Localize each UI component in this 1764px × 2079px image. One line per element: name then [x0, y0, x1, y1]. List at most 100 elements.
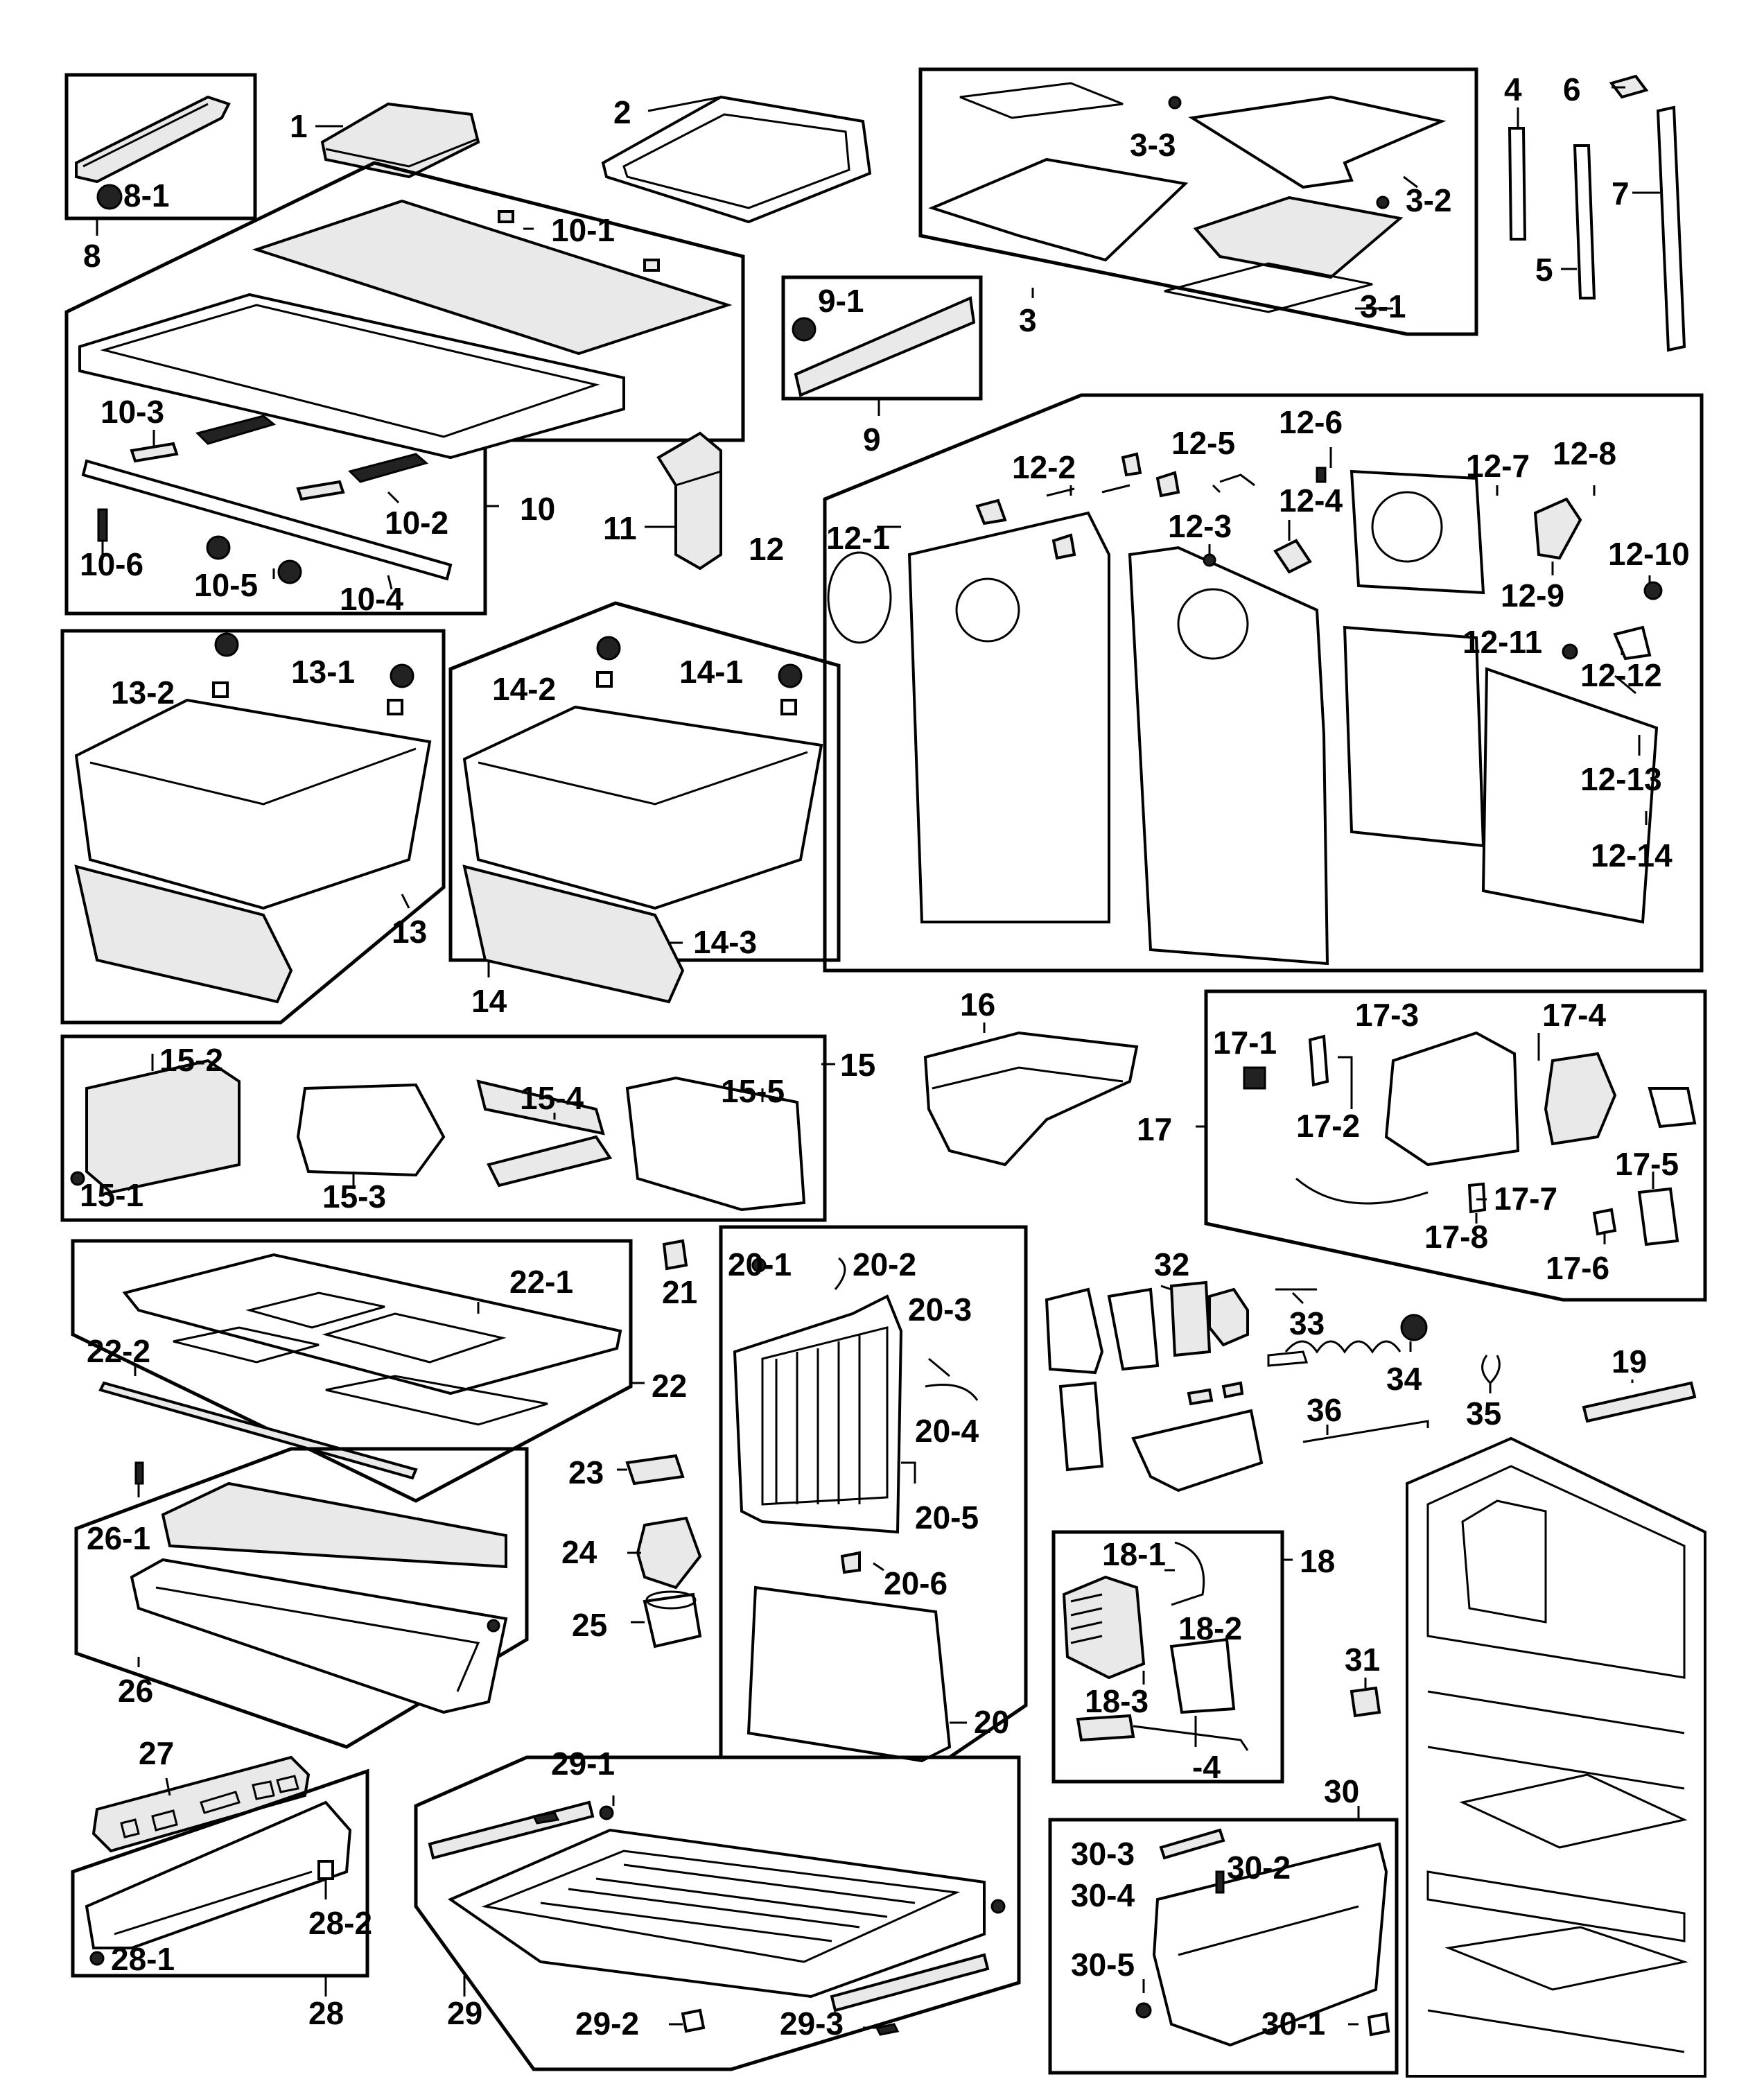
- callout-7: 7: [1612, 175, 1630, 211]
- callout-1: 1: [290, 108, 308, 144]
- callout-26-1: 26-1: [87, 1520, 150, 1556]
- callout-11: 11: [603, 510, 637, 546]
- callout-5: 5: [1535, 252, 1553, 288]
- callout-3-3: 3-3: [1130, 127, 1176, 163]
- callout-14: 14: [471, 983, 507, 1019]
- callout-10: 10: [520, 491, 555, 527]
- callout-29-2: 29-2: [575, 2006, 639, 2042]
- callout-19: 19: [1612, 1343, 1647, 1380]
- callout-12-12: 12-12: [1580, 657, 1662, 693]
- callout-20-3: 20-3: [908, 1291, 972, 1328]
- callout-24: 24: [561, 1534, 597, 1570]
- part-16-ice-maker: [923, 1023, 1139, 1167]
- callout-6: 6: [1563, 71, 1581, 107]
- callout-3-1: 3-1: [1360, 288, 1406, 324]
- callout-3: 3: [1019, 302, 1037, 338]
- part-11-bracket: [645, 431, 722, 571]
- callout-17-6: 17-6: [1546, 1250, 1609, 1286]
- callout-17-4: 17-4: [1542, 997, 1606, 1033]
- group-22-shelf: [71, 1239, 645, 1503]
- callout-27: 27: [139, 1735, 174, 1771]
- callout-13: 13: [392, 914, 427, 950]
- group-9-bracket: [781, 275, 983, 416]
- callout-8: 8: [83, 238, 101, 274]
- callout-35: 35: [1466, 1395, 1501, 1432]
- callout-10-4: 10-4: [340, 581, 403, 617]
- group-3-shelf-assembly: [918, 67, 1478, 336]
- group-18-fan-assembly: [1051, 1530, 1293, 1784]
- callout-18: 18: [1300, 1543, 1335, 1579]
- callout-25: 25: [572, 1607, 607, 1643]
- callout-34: 34: [1386, 1361, 1422, 1397]
- callout-29: 29: [447, 1995, 482, 2031]
- callout-12-10: 12-10: [1608, 536, 1690, 572]
- part-27-panel: [91, 1755, 311, 1853]
- group-29-freezer-drawer: [414, 1755, 1021, 2071]
- refrigerator-cabinet: [1406, 1436, 1706, 2078]
- parts-21-25: [617, 1239, 702, 1649]
- callout-18-1: 18-1: [1102, 1536, 1166, 1572]
- callout-10-3: 10-3: [101, 394, 164, 430]
- callout-17: 17: [1137, 1111, 1172, 1147]
- callout-17-3: 17-3: [1355, 997, 1419, 1033]
- callout-30-2: 30-2: [1227, 1850, 1291, 1886]
- group-15-filter-assembly: [60, 1034, 835, 1222]
- group-13-drawer: [60, 629, 446, 1025]
- group-8: [64, 73, 257, 236]
- callout-9: 9: [863, 421, 881, 458]
- callout-9-1: 9-1: [818, 283, 864, 319]
- group-14-drawer: [448, 601, 841, 1004]
- callout-14-3: 14-3: [693, 924, 757, 960]
- callout-23: 23: [568, 1454, 604, 1490]
- callout-17-2: 17-2: [1296, 1108, 1360, 1144]
- callout-10-1: 10-1: [551, 212, 615, 248]
- callout-12-3: 12-3: [1168, 508, 1232, 544]
- group-20-evaporator: [719, 1225, 1028, 1763]
- callout-20-1: 20-1: [728, 1246, 792, 1282]
- part-1-shelf-cover: [315, 102, 480, 179]
- callout-22-1: 22-1: [509, 1264, 573, 1300]
- callout-12-6: 12-6: [1279, 404, 1343, 440]
- group-28-cover: [71, 1768, 369, 1997]
- callout-30-3: 30-3: [1071, 1836, 1135, 1872]
- callout-12-5: 12-5: [1171, 425, 1235, 461]
- group-10-shelf-assembly: [64, 161, 745, 616]
- callout-4: 4: [1504, 71, 1522, 107]
- callout-30-4: 30-4: [1071, 1877, 1135, 1913]
- callout-12-1: 12-1: [826, 520, 890, 556]
- callout-30-5: 30-5: [1071, 1947, 1135, 1983]
- callout-29-3: 29-3: [780, 2006, 844, 2042]
- callout-21: 21: [662, 1274, 697, 1310]
- callout-12: 12: [749, 531, 784, 567]
- callout-15-4: 15-4: [520, 1080, 584, 1116]
- callout-14-2: 14-2: [492, 671, 556, 707]
- callout-17-1: 17-1: [1213, 1025, 1277, 1061]
- group-12-evaporator-cover: [823, 393, 1704, 973]
- callout-20-4: 20-4: [915, 1413, 979, 1449]
- callout-12-8: 12-8: [1553, 435, 1616, 471]
- callout-20-5: 20-5: [915, 1499, 979, 1536]
- callout-14-1: 14-1: [679, 654, 743, 690]
- callout-3-2: 3-2: [1406, 182, 1451, 218]
- group-30-bracket-assembly: [1048, 1806, 1399, 2075]
- parts-4-7-rails: [1508, 74, 1686, 352]
- callout-8-1: 8-1: [123, 177, 169, 214]
- callout-12-14: 12-14: [1591, 837, 1673, 873]
- group-17-dispenser-motor: [1196, 989, 1707, 1302]
- callout-15-1: 15-1: [80, 1177, 143, 1213]
- callout-22-2: 22-2: [87, 1333, 150, 1369]
- callout-20-2: 20-2: [853, 1246, 916, 1282]
- callout-31: 31: [1345, 1642, 1380, 1678]
- callout-12-7: 12-7: [1466, 448, 1530, 484]
- part-2-shelf-frame: [601, 95, 872, 224]
- callout-12-13: 12-13: [1580, 761, 1662, 797]
- callout-28-2: 28-2: [308, 1905, 372, 1941]
- callout-12-11: 12-11: [1462, 624, 1542, 660]
- callout-16: 16: [960, 986, 995, 1023]
- group-26-cover: [74, 1447, 529, 1749]
- callout-30: 30: [1324, 1773, 1359, 1809]
- callout-20: 20: [974, 1704, 1009, 1740]
- callout-2: 2: [613, 94, 631, 130]
- callout-13-2: 13-2: [111, 675, 175, 711]
